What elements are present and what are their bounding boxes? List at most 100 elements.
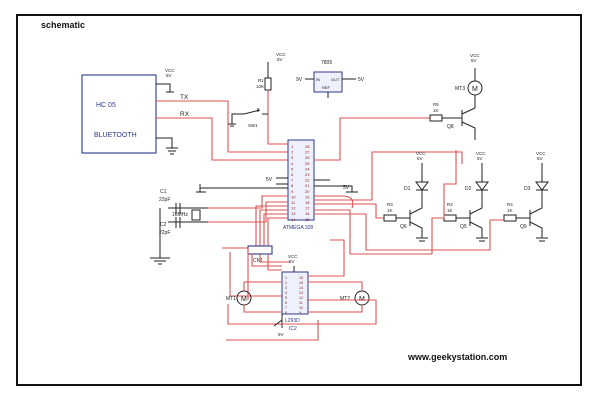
tx-wire bbox=[156, 100, 288, 153]
d1-vcc-5v: 5V bbox=[417, 156, 423, 161]
pin-label: 13 bbox=[291, 211, 296, 216]
q9-label: Q9 bbox=[520, 224, 527, 230]
pin-label: 21 bbox=[305, 183, 310, 188]
pin-label: 14 bbox=[299, 286, 303, 290]
mt1-wires bbox=[243, 281, 282, 313]
driver-vcc-label: VCC bbox=[288, 254, 298, 259]
pin-label: 8 bbox=[291, 183, 294, 188]
r2-resistor bbox=[443, 214, 457, 222]
driver-ref: IC2 bbox=[289, 326, 297, 332]
sw1-wires bbox=[231, 113, 268, 124]
reset-wire bbox=[267, 90, 288, 145]
regulator-in: IN bbox=[316, 77, 320, 82]
mt2-label: MT2 bbox=[340, 296, 350, 302]
pin-label: 26 bbox=[305, 155, 310, 160]
pin-label: 12 bbox=[291, 206, 296, 211]
cn1-to-driver bbox=[251, 254, 290, 271]
pin-label: 10 bbox=[291, 194, 296, 199]
pin-label: 3 bbox=[285, 286, 287, 290]
bt-ground bbox=[156, 137, 178, 155]
r1-resistor bbox=[264, 77, 272, 91]
bluetooth-label: BLUETOOTH bbox=[94, 132, 137, 139]
mcu-chip bbox=[287, 139, 315, 221]
r5-label: R5 bbox=[433, 102, 439, 107]
q9-transistor bbox=[516, 198, 548, 242]
pin-label: 13 bbox=[299, 291, 303, 295]
pin-label: 25 bbox=[305, 161, 310, 166]
pin-label: 23 bbox=[305, 172, 310, 177]
pin-label: 12 bbox=[299, 296, 303, 300]
tx-label: TX bbox=[180, 94, 189, 101]
r4-value: 1K bbox=[507, 208, 513, 213]
pin-label: 1 bbox=[291, 144, 294, 149]
d1-vcc-label: VCC bbox=[416, 151, 426, 156]
pin-label: 18 bbox=[305, 200, 310, 205]
stage-link-wires bbox=[376, 150, 504, 254]
d2-led bbox=[475, 174, 489, 198]
pin-label: 2 bbox=[285, 281, 287, 285]
pin-label: 15 bbox=[305, 217, 310, 222]
pin-label: 3 bbox=[291, 155, 294, 160]
r3-value: 1K bbox=[387, 208, 393, 213]
r2-label: R2 bbox=[447, 202, 453, 207]
led-stage-d3: R4 1K Q9 D3 VCC 5V bbox=[503, 151, 549, 242]
mcu-to-drivers-2 bbox=[314, 209, 491, 255]
c1-value: 22pF bbox=[159, 197, 170, 203]
pin-label: 7 bbox=[291, 178, 294, 183]
led-stage-d1: R3 1K Q6 D1 VCC 5V bbox=[383, 151, 429, 242]
pin-label: 16 bbox=[299, 276, 303, 280]
pin-label: 7 bbox=[285, 306, 287, 310]
r1-value: 10K bbox=[256, 84, 264, 89]
pin-label: 2 bbox=[291, 150, 294, 155]
pin-label: 5 bbox=[285, 296, 287, 300]
d1-led bbox=[415, 174, 429, 198]
regulator-out: OUT bbox=[331, 77, 340, 82]
osc-caps bbox=[175, 203, 181, 228]
bt-vcc-wire bbox=[156, 83, 174, 93]
pin-label: 27 bbox=[305, 150, 310, 155]
mt3-vcc-label: VCC bbox=[470, 53, 480, 58]
pin-label: 19 bbox=[305, 194, 310, 199]
mt3-vcc-5v: 5V bbox=[471, 58, 477, 63]
d3-vcc-5v: 5V bbox=[537, 156, 543, 161]
pin-label: 15 bbox=[299, 281, 303, 285]
d3-vcc-label: VCC bbox=[536, 151, 546, 156]
driver-chip bbox=[281, 271, 309, 315]
r3-resistor bbox=[383, 214, 397, 222]
mcu-to-q8-top bbox=[314, 117, 430, 161]
mcu-5v-label: 5V bbox=[266, 177, 273, 183]
mcu-gnd-wire bbox=[314, 185, 358, 193]
mt1-label: MT1 bbox=[226, 296, 236, 302]
d3-led bbox=[535, 174, 549, 198]
pin-label: 24 bbox=[305, 166, 310, 171]
bluetooth-module bbox=[81, 74, 157, 154]
rx-wire bbox=[156, 117, 288, 161]
r5-value: 1K bbox=[433, 108, 439, 113]
d2-vcc-5v: 5V bbox=[477, 156, 483, 161]
pin-label: 6 bbox=[291, 172, 294, 177]
pin-label: 6 bbox=[285, 301, 287, 305]
r4-label: R4 bbox=[507, 202, 513, 207]
c1-label: C1 bbox=[160, 189, 167, 195]
pin-label: 10 bbox=[299, 306, 303, 310]
driver-extra-wires bbox=[226, 239, 377, 341]
led-stage-d2: R2 1K Q5 D2 VCC 5V bbox=[443, 151, 489, 242]
pin-label: 20 bbox=[305, 189, 310, 194]
d2-vcc-label: VCC bbox=[476, 151, 486, 156]
driver-vcc-5v: 5V bbox=[289, 259, 295, 264]
regulator-ref: REF bbox=[322, 85, 331, 90]
pin-label: 5 bbox=[291, 166, 294, 171]
website-label: www.geekystation.com bbox=[408, 352, 508, 362]
mt2-wires bbox=[308, 281, 363, 313]
pin-label: 9 bbox=[299, 311, 301, 315]
r5-resistor bbox=[429, 114, 443, 122]
crystal-to-mcu bbox=[208, 195, 288, 223]
d1-label: D1 bbox=[404, 186, 411, 192]
bt-vcc-label: VCC bbox=[165, 68, 175, 73]
r2-value: 1K bbox=[447, 208, 453, 213]
pin-label: 4 bbox=[285, 291, 287, 295]
r1-vcc-5v: 5V bbox=[277, 57, 283, 62]
sw1-ground bbox=[228, 123, 236, 127]
